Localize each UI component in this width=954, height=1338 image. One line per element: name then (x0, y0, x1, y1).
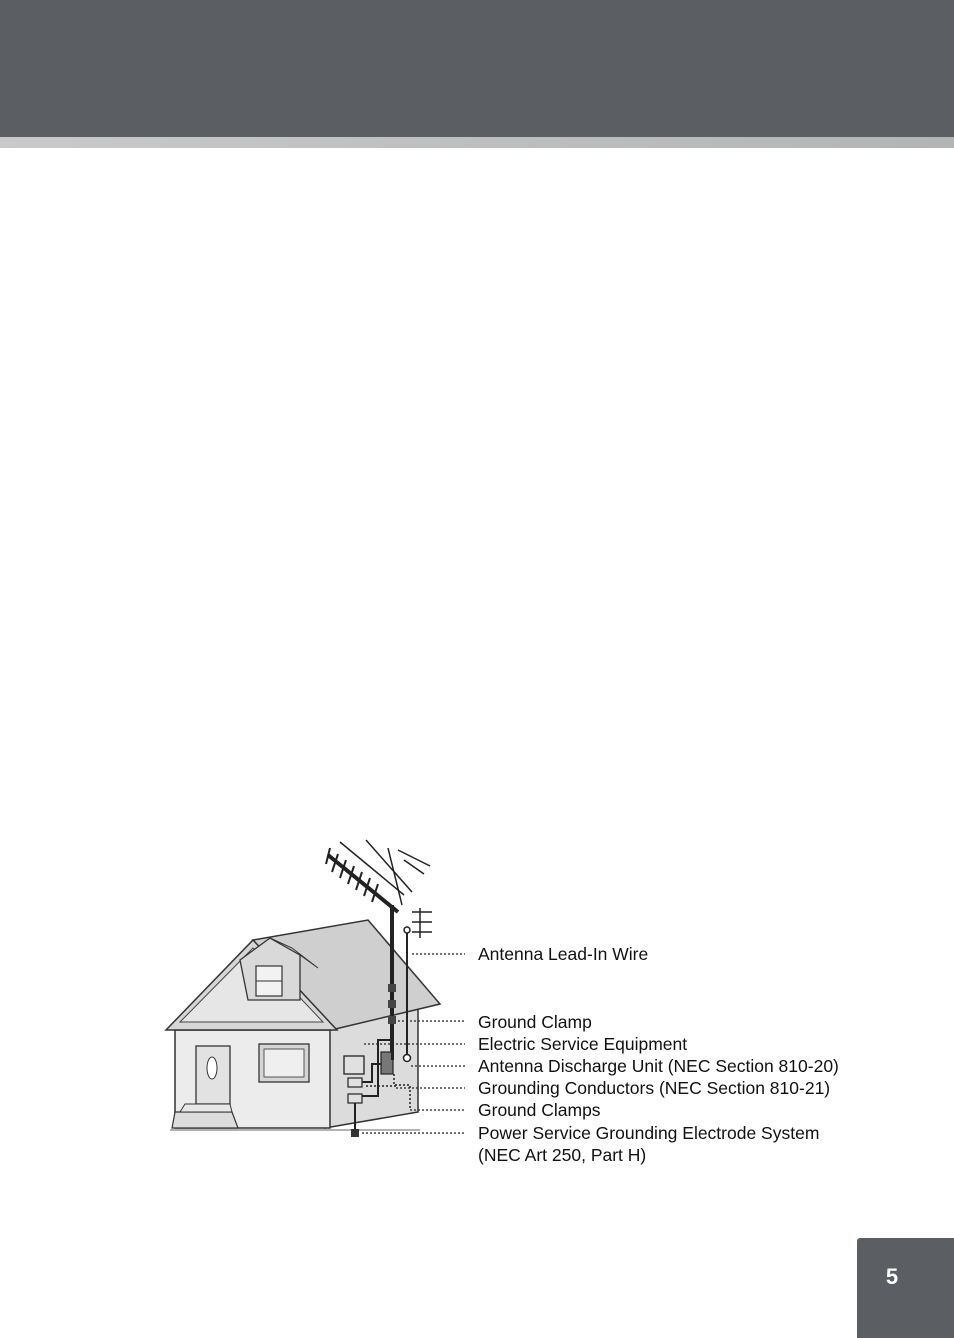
label-grounding-conductors: Grounding Conductors (NEC Section 810-21… (478, 1078, 831, 1098)
label-ground-clamp: Ground Clamp (478, 1012, 592, 1032)
label-electric-service-equipment: Electric Service Equipment (478, 1034, 688, 1054)
antenna-grounding-diagram (164, 839, 465, 1137)
label-antenna-discharge-unit: Antenna Discharge Unit (NEC Section 810-… (478, 1056, 839, 1076)
header-band (0, 0, 954, 137)
label-power-service-grounding: Power Service Grounding Electrode System (478, 1123, 820, 1143)
label-antenna-lead-in-wire: Antenna Lead-In Wire (478, 944, 649, 964)
page-number: 5 (885, 1264, 899, 1289)
label-ground-clamps: Ground Clamps (478, 1100, 601, 1120)
header-stripe (0, 137, 954, 148)
label-nec-art-250: (NEC Art 250, Part H) (478, 1145, 647, 1165)
page-number-tab: 5 (857, 1238, 954, 1338)
